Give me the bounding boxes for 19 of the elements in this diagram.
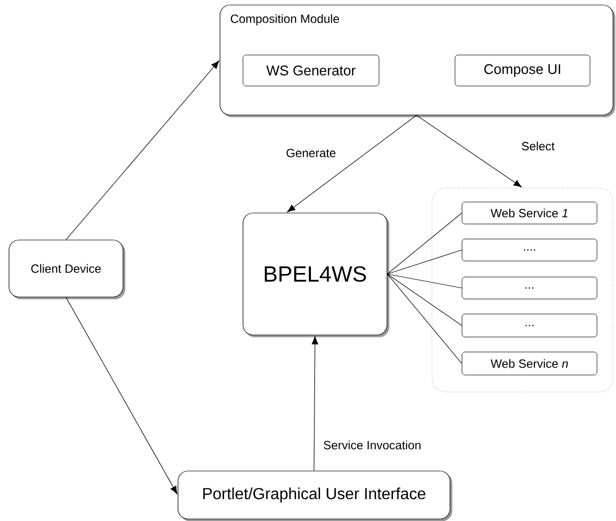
service-box: ... <box>462 276 598 300</box>
arrow <box>66 60 220 240</box>
component-box: WS Generator <box>242 54 380 86</box>
arrow <box>416 115 522 188</box>
service-box: ... <box>462 314 598 338</box>
edge-label: Service Invocation <box>322 440 422 450</box>
service-box: Web Service 1 <box>462 202 598 224</box>
service-box: .... <box>462 238 598 262</box>
device-box: Client Device <box>8 240 126 300</box>
edge-label: Select <box>520 140 556 152</box>
process-box: BPEL4WS <box>242 212 390 338</box>
arrow <box>312 336 318 471</box>
component-box: Compose UI <box>454 54 590 86</box>
interface-box: Portlet/Graphical User Interface <box>178 470 452 521</box>
service-box: Web Service n <box>462 352 598 376</box>
arrow <box>66 297 178 494</box>
edge-label: Generate <box>284 148 338 158</box>
arrow <box>287 115 417 212</box>
service-group-box <box>432 188 614 392</box>
